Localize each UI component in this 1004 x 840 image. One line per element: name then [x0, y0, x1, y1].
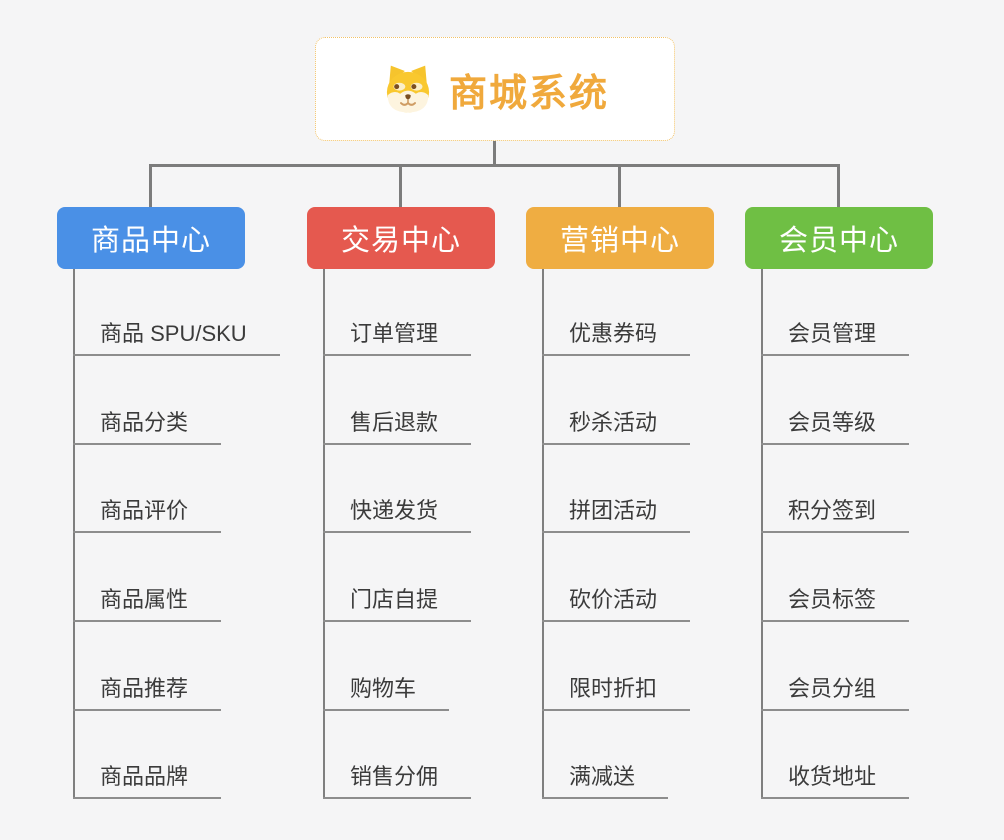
child-node-member-level[interactable]: 会员等级	[761, 409, 910, 445]
connector-trunk-marketing	[542, 269, 544, 799]
branch-node-product-center[interactable]: 商品中心	[57, 207, 245, 269]
child-node-shipping-address[interactable]: 收货地址	[761, 763, 910, 799]
child-node-product-category[interactable]: 商品分类	[73, 409, 222, 445]
child-node-product-brand[interactable]: 商品品牌	[73, 763, 222, 799]
connector-root-stub	[493, 141, 496, 165]
connector-stub-trade	[399, 167, 402, 207]
child-node-after-sale-refund[interactable]: 售后退款	[323, 409, 472, 445]
connector-stub-marketing	[618, 167, 621, 207]
child-node-member-group[interactable]: 会员分组	[761, 675, 910, 711]
child-node-flash-sale[interactable]: 秒杀活动	[542, 409, 691, 445]
child-node-order-management[interactable]: 订单管理	[323, 320, 472, 356]
connector-horizontal	[149, 164, 840, 167]
shiba-dog-icon	[381, 64, 435, 114]
child-node-shopping-cart[interactable]: 购物车	[323, 675, 450, 711]
child-node-member-tag[interactable]: 会员标签	[761, 586, 910, 622]
branch-node-marketing-center[interactable]: 营销中心	[526, 207, 714, 269]
root-title: 商城系统	[448, 72, 609, 115]
child-node-full-reduction[interactable]: 满减送	[542, 763, 669, 799]
child-node-store-pickup[interactable]: 门店自提	[323, 586, 472, 622]
child-node-product-attribute[interactable]: 商品属性	[73, 586, 222, 622]
child-node-group-buy[interactable]: 拼团活动	[542, 497, 691, 533]
child-node-product-recommend[interactable]: 商品推荐	[73, 675, 222, 711]
child-node-bargain-activity[interactable]: 砍价活动	[542, 586, 691, 622]
child-node-express-delivery[interactable]: 快递发货	[323, 497, 472, 533]
child-node-sales-commission[interactable]: 销售分佣	[323, 763, 472, 799]
child-node-product-spu-sku[interactable]: 商品 SPU/SKU	[73, 320, 280, 356]
child-node-product-review[interactable]: 商品评价	[73, 497, 222, 533]
child-node-member-management[interactable]: 会员管理	[761, 320, 910, 356]
root-node-mall-system[interactable]: 商城系统	[315, 37, 675, 141]
child-node-time-discount[interactable]: 限时折扣	[542, 675, 691, 711]
child-node-points-checkin[interactable]: 积分签到	[761, 497, 910, 533]
child-node-coupon-code[interactable]: 优惠券码	[542, 320, 691, 356]
connector-trunk-trade	[323, 269, 325, 799]
connector-stub-product	[149, 167, 152, 207]
connector-stub-member	[837, 167, 840, 207]
branch-node-member-center[interactable]: 会员中心	[745, 207, 933, 269]
connector-trunk-member	[761, 269, 763, 799]
branch-node-trade-center[interactable]: 交易中心	[307, 207, 495, 269]
connector-trunk-product	[73, 269, 75, 799]
